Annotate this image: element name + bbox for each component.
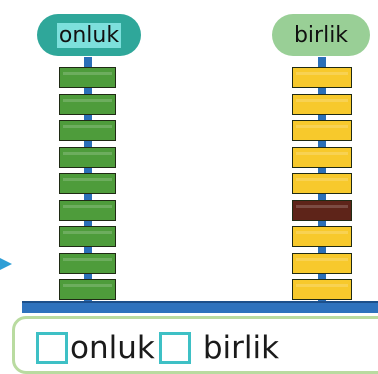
tens-answer-box[interactable]	[36, 332, 68, 364]
bead	[292, 146, 352, 168]
tens-rod-label: onluk	[37, 14, 141, 56]
bead	[292, 120, 352, 141]
abacus-base	[22, 301, 378, 313]
ones-answer-unit: birlik	[202, 330, 280, 366]
bead	[59, 67, 116, 88]
bead	[59, 120, 116, 141]
arrow-right-icon	[0, 258, 12, 270]
bead	[59, 146, 116, 168]
bead	[59, 226, 116, 247]
bead	[59, 93, 116, 115]
bead	[292, 173, 352, 194]
bead	[292, 226, 352, 247]
bead	[59, 252, 116, 274]
bead	[292, 279, 352, 300]
bead	[59, 199, 116, 221]
bead	[292, 199, 352, 221]
ones-label-text: birlik	[293, 22, 349, 48]
tens-label-text: onluk	[56, 22, 122, 48]
bead	[292, 93, 352, 115]
answer-row: onluk birlik	[36, 328, 279, 368]
bead	[59, 173, 116, 194]
ones-answer-box[interactable]	[158, 332, 191, 364]
tens-answer-unit: onluk	[70, 330, 155, 366]
bead	[59, 279, 116, 300]
bead	[292, 252, 352, 274]
answer-frame	[12, 316, 378, 374]
bead	[292, 67, 352, 88]
ones-rod-label: birlik	[272, 14, 370, 56]
